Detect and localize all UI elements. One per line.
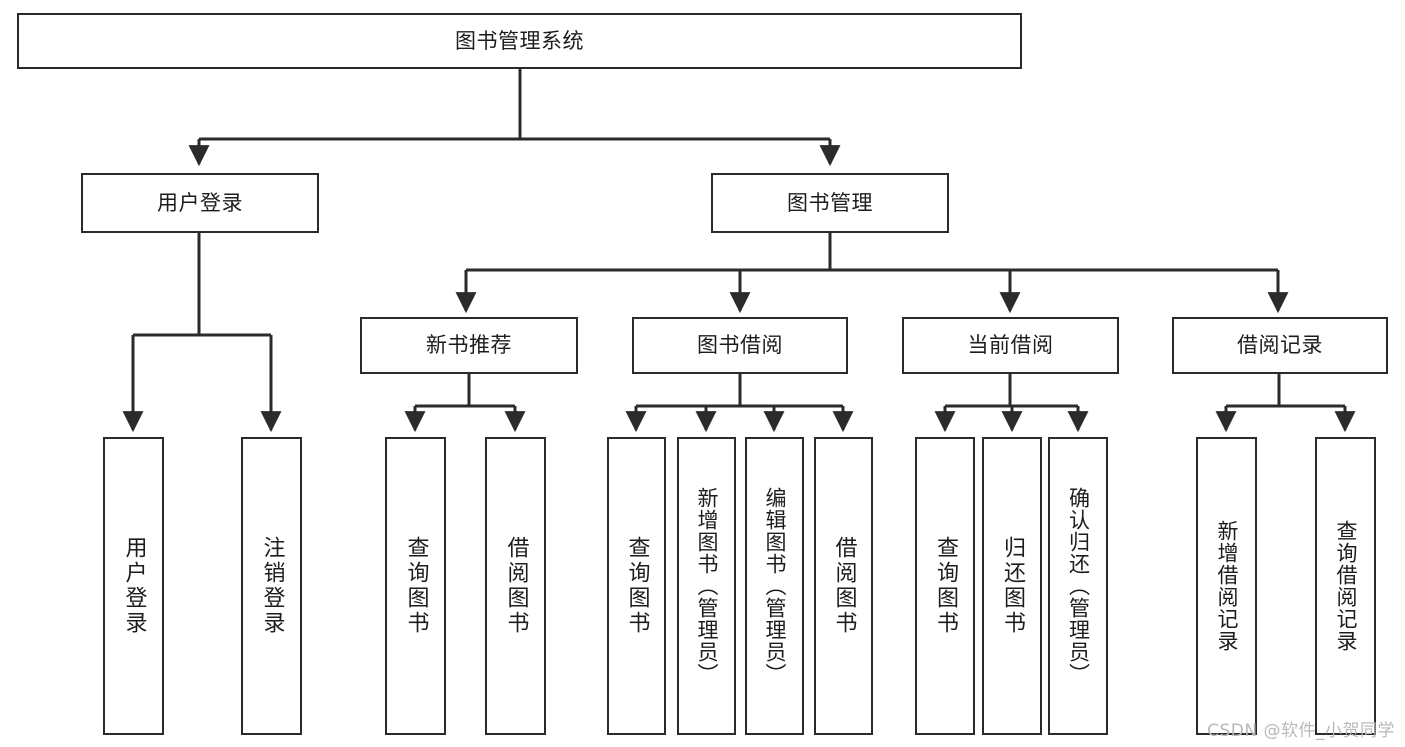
node-label: 确认归还（管理员）	[1066, 487, 1091, 685]
node-label: 新增图书（管理员）	[695, 487, 719, 685]
node-label: 用户登录	[121, 536, 147, 636]
node-root-book-management-system[interactable]: 图书管理系统	[17, 13, 1022, 69]
node-borrow-record[interactable]: 借阅记录	[1172, 317, 1388, 374]
leaf-borrow-book-recommend[interactable]: 借阅图书	[485, 437, 546, 735]
leaf-query-book-borrow[interactable]: 查询图书	[607, 437, 666, 735]
node-label: 归还图书	[1000, 536, 1025, 636]
node-label: 查询图书	[403, 536, 429, 636]
node-label: 查询借阅记录	[1334, 520, 1358, 652]
leaf-return-book[interactable]: 归还图书	[982, 437, 1042, 735]
leaf-borrow-book[interactable]: 借阅图书	[814, 437, 873, 735]
node-book-borrow[interactable]: 图书借阅	[632, 317, 848, 374]
leaf-user-login[interactable]: 用户登录	[103, 437, 164, 735]
leaf-logout[interactable]: 注销登录	[241, 437, 302, 735]
node-label: 图书管理系统	[455, 28, 584, 53]
leaf-query-borrow-record[interactable]: 查询借阅记录	[1315, 437, 1376, 735]
leaf-query-book-current[interactable]: 查询图书	[915, 437, 975, 735]
csdn-watermark: CSDN @软件_小贺同学	[1207, 721, 1395, 741]
node-label: 借阅图书	[831, 536, 857, 636]
leaf-query-book-recommend[interactable]: 查询图书	[385, 437, 446, 735]
leaf-confirm-return-admin[interactable]: 确认归还（管理员）	[1048, 437, 1108, 735]
node-label: 查询图书	[933, 536, 958, 636]
node-label: 编辑图书（管理员）	[763, 487, 787, 685]
leaf-edit-book-admin[interactable]: 编辑图书（管理员）	[745, 437, 804, 735]
node-book-management[interactable]: 图书管理	[711, 173, 949, 233]
node-label: 新增借阅记录	[1215, 520, 1239, 652]
leaf-add-borrow-record[interactable]: 新增借阅记录	[1196, 437, 1257, 735]
node-label: 当前借阅	[967, 333, 1054, 358]
node-label: 注销登录	[259, 536, 285, 636]
node-label: 用户登录	[157, 190, 243, 215]
node-user-login[interactable]: 用户登录	[81, 173, 319, 233]
node-label: 图书借阅	[697, 333, 783, 358]
node-label: 借阅图书	[503, 536, 529, 636]
leaf-add-book-admin[interactable]: 新增图书（管理员）	[677, 437, 736, 735]
node-label: 图书管理	[787, 190, 873, 215]
node-current-borrow[interactable]: 当前借阅	[902, 317, 1119, 374]
node-new-book-recommend[interactable]: 新书推荐	[360, 317, 578, 374]
node-label: 新书推荐	[426, 333, 512, 358]
node-label: 借阅记录	[1237, 333, 1323, 358]
node-label: 查询图书	[624, 536, 650, 636]
